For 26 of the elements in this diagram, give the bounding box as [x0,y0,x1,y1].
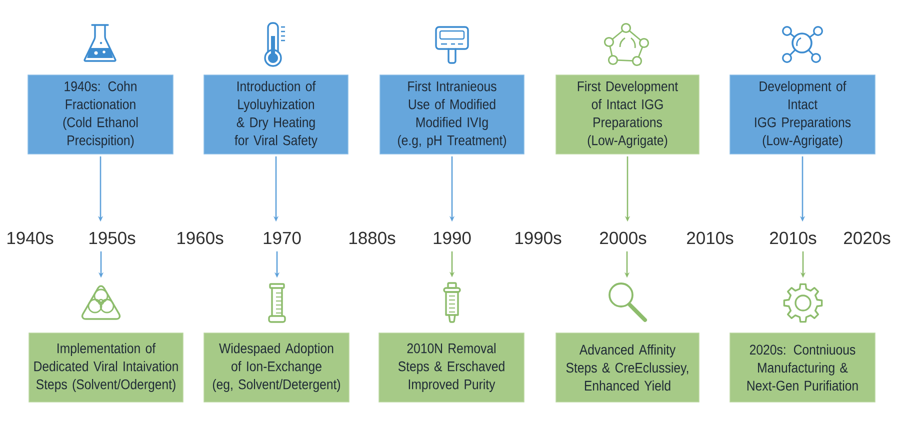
year-label: 2010s [770,232,816,244]
year-label: 1950s [90,232,136,244]
gear-icon [783,283,823,323]
year-label: 1970 [264,232,301,244]
event-box: First Development of Intact IGG Preparations (Low-Agrigate) [556,74,700,154]
event-box: 2020s: Contniuous Manufacturing & Next-Gen Purifiation [730,332,876,402]
year-label: 2020s [844,232,890,244]
event-box: 1940s: Cohn Fractionation (Cold Ethanol Precispition) [28,74,174,154]
biohazard-icon [81,285,121,320]
syringe-icon [443,282,461,323]
year-label: 1880s [350,232,396,244]
event-box: Implementation of Dedicated Viral Intaivation Steps (Solvent/Odergent) [28,332,184,402]
cylinder-icon [268,283,286,323]
year-label: 1960s [178,232,224,244]
event-box: Widespaed Adoption of Ion-Exchange (eg, Solvent/Detergent) [204,332,350,402]
year-label: 1990s [516,232,562,244]
event-box: First Intranieous Use of Modified Modified IVIg (e.g, pH Treatment) [380,74,524,154]
event-box: Introduction of Lyoluyhization & Dry Heating for Viral Safety [204,74,348,154]
year-label: 2010s [687,232,734,244]
year-label: 1990 [434,232,471,244]
event-box: 2010N Removal Steps & Erschaved Improved Purity [378,332,524,402]
event-box: Advanced Affinity Steps & CreEclussiey, Enhanced Yield [556,332,700,402]
magnifier-icon [608,282,647,322]
year-label: 2000s [600,232,646,244]
year-label: 1940s [8,232,54,244]
event-box: Development of Intact IGG Preparations (Low-Agrigate) [730,74,876,154]
